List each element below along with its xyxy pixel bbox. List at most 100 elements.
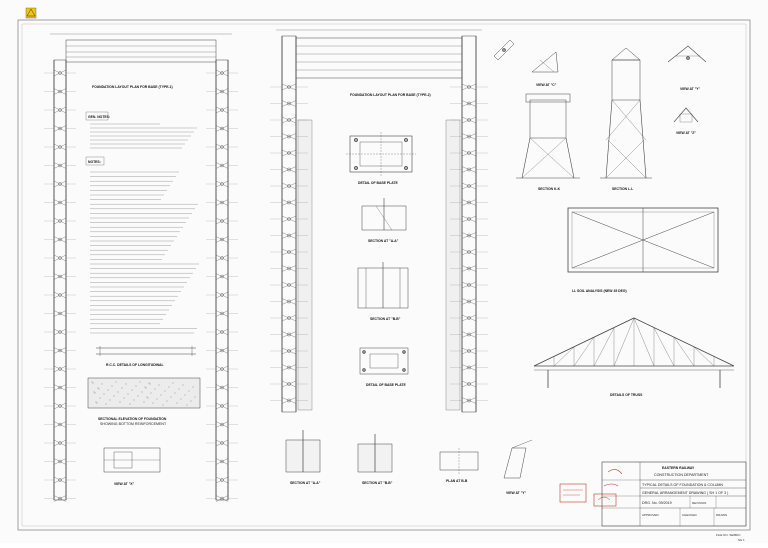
stipple-dot xyxy=(94,392,96,394)
bolt-mark xyxy=(58,367,62,371)
bracing-line xyxy=(281,166,297,173)
sheet-border xyxy=(17,19,751,531)
bolt-mark xyxy=(467,365,471,370)
bracing-line xyxy=(281,182,297,190)
bolt-mark xyxy=(58,293,62,297)
bolt-mark xyxy=(220,256,224,260)
stipple-dot xyxy=(154,388,156,390)
bracing-line xyxy=(281,133,297,140)
stipple-dot xyxy=(123,397,125,399)
bracing-line xyxy=(461,331,477,338)
org-name: EASTERN RAILWAY xyxy=(662,466,695,470)
center-layout-title: FOUNDATION LAYOUT PLAN FOR BASE (TYPE-2) xyxy=(350,93,431,97)
bracing-line xyxy=(53,236,67,243)
stipple-dot xyxy=(103,393,105,395)
bracing-line xyxy=(53,439,67,447)
bolt-mark xyxy=(467,151,471,155)
bracing-line xyxy=(215,199,229,206)
section-kk-tower xyxy=(516,93,580,179)
bolt-mark xyxy=(287,349,291,353)
bolt-mark xyxy=(287,365,291,370)
stipple-dot xyxy=(184,394,186,396)
bolt-mark xyxy=(58,478,62,482)
bracing-line xyxy=(461,232,477,239)
stipple-dot xyxy=(143,401,145,403)
bracing-line xyxy=(53,162,67,169)
bolt-mark xyxy=(287,167,291,172)
bracing-line xyxy=(53,69,67,77)
bolt-mark xyxy=(467,101,471,106)
bracing-line xyxy=(215,106,229,114)
bolt-mark xyxy=(220,126,224,131)
view-y-detail xyxy=(667,45,707,63)
section-bb-center xyxy=(357,262,409,309)
footing-section-box xyxy=(87,377,201,409)
bracing-line xyxy=(215,421,229,428)
bolt-mark xyxy=(287,283,291,287)
bracing-line xyxy=(461,298,477,305)
bracing-line xyxy=(461,215,477,223)
bracing-line xyxy=(53,328,67,336)
bracing-line xyxy=(215,310,229,317)
bolt-mark xyxy=(287,101,291,106)
stipple-dot xyxy=(129,403,131,405)
bolt-mark xyxy=(220,71,224,75)
stipple-dot xyxy=(176,402,178,404)
bracing-line xyxy=(53,125,67,132)
bracing-line xyxy=(281,347,297,355)
dept-name: CONSTRUCTION DEPARTMENT xyxy=(654,473,709,477)
bolt-mark xyxy=(220,422,224,427)
view-x-right xyxy=(493,39,515,61)
stipple-dot xyxy=(121,387,123,389)
bolt-mark xyxy=(220,330,224,334)
bracing-line xyxy=(461,364,477,371)
bolt-mark xyxy=(287,398,291,403)
bracing-line xyxy=(461,100,477,107)
bolt-mark xyxy=(467,250,471,254)
bracing-line xyxy=(215,495,229,502)
section-aa-center xyxy=(361,198,407,231)
bracing-line xyxy=(53,495,67,502)
rcc-longitudinal-detail xyxy=(96,346,196,356)
bottom-section-bb-label: SECTION AT "B-B" xyxy=(362,481,393,485)
bolt-mark xyxy=(220,237,224,242)
bracing-line xyxy=(215,347,229,354)
stipple-dot xyxy=(194,396,196,398)
stipple-dot xyxy=(92,382,94,384)
bolt-mark xyxy=(287,250,291,254)
bolt-mark xyxy=(220,496,224,501)
stipple-dot xyxy=(147,397,149,399)
stipple-dot xyxy=(149,383,151,385)
bolt-mark xyxy=(287,85,291,89)
bracing-line xyxy=(215,291,229,299)
section-ll-label: SECTION L-L xyxy=(612,187,633,191)
stipple-dot xyxy=(182,384,184,386)
drawing-title: TYPICAL DETAILS OF FOUNDATION & COLUMN xyxy=(642,483,723,487)
section-kk-label: SECTION K-K xyxy=(538,187,561,191)
bracing-line xyxy=(215,476,229,484)
footer-page: SH 1 xyxy=(738,538,745,542)
stipple-dot xyxy=(99,397,101,399)
bracing-line xyxy=(461,347,477,355)
stipple-dot xyxy=(174,392,176,394)
bracing-line xyxy=(53,180,67,188)
bolt-mark xyxy=(467,398,471,403)
bracing-line xyxy=(281,265,297,272)
drawing-number: DRG. No. 09/2019 xyxy=(642,501,672,505)
base-plate-detail-label: DETAIL OF BASE PLATE xyxy=(366,383,406,387)
bolt-mark xyxy=(58,330,62,334)
bracing-line xyxy=(53,273,67,280)
center-column-elevation xyxy=(276,29,482,413)
bracing-line xyxy=(215,162,229,169)
approved-label: APPROVED xyxy=(642,513,660,517)
bolt-mark xyxy=(467,299,471,304)
stipple-dot xyxy=(139,381,141,383)
bolt-mark xyxy=(467,85,471,89)
bracing-line xyxy=(461,149,477,157)
footing-stipple xyxy=(91,381,196,406)
bolt-mark xyxy=(467,382,471,386)
bottom-section-aa-label: SECTION AT "A-A" xyxy=(290,481,321,485)
bolt-mark xyxy=(287,332,291,337)
